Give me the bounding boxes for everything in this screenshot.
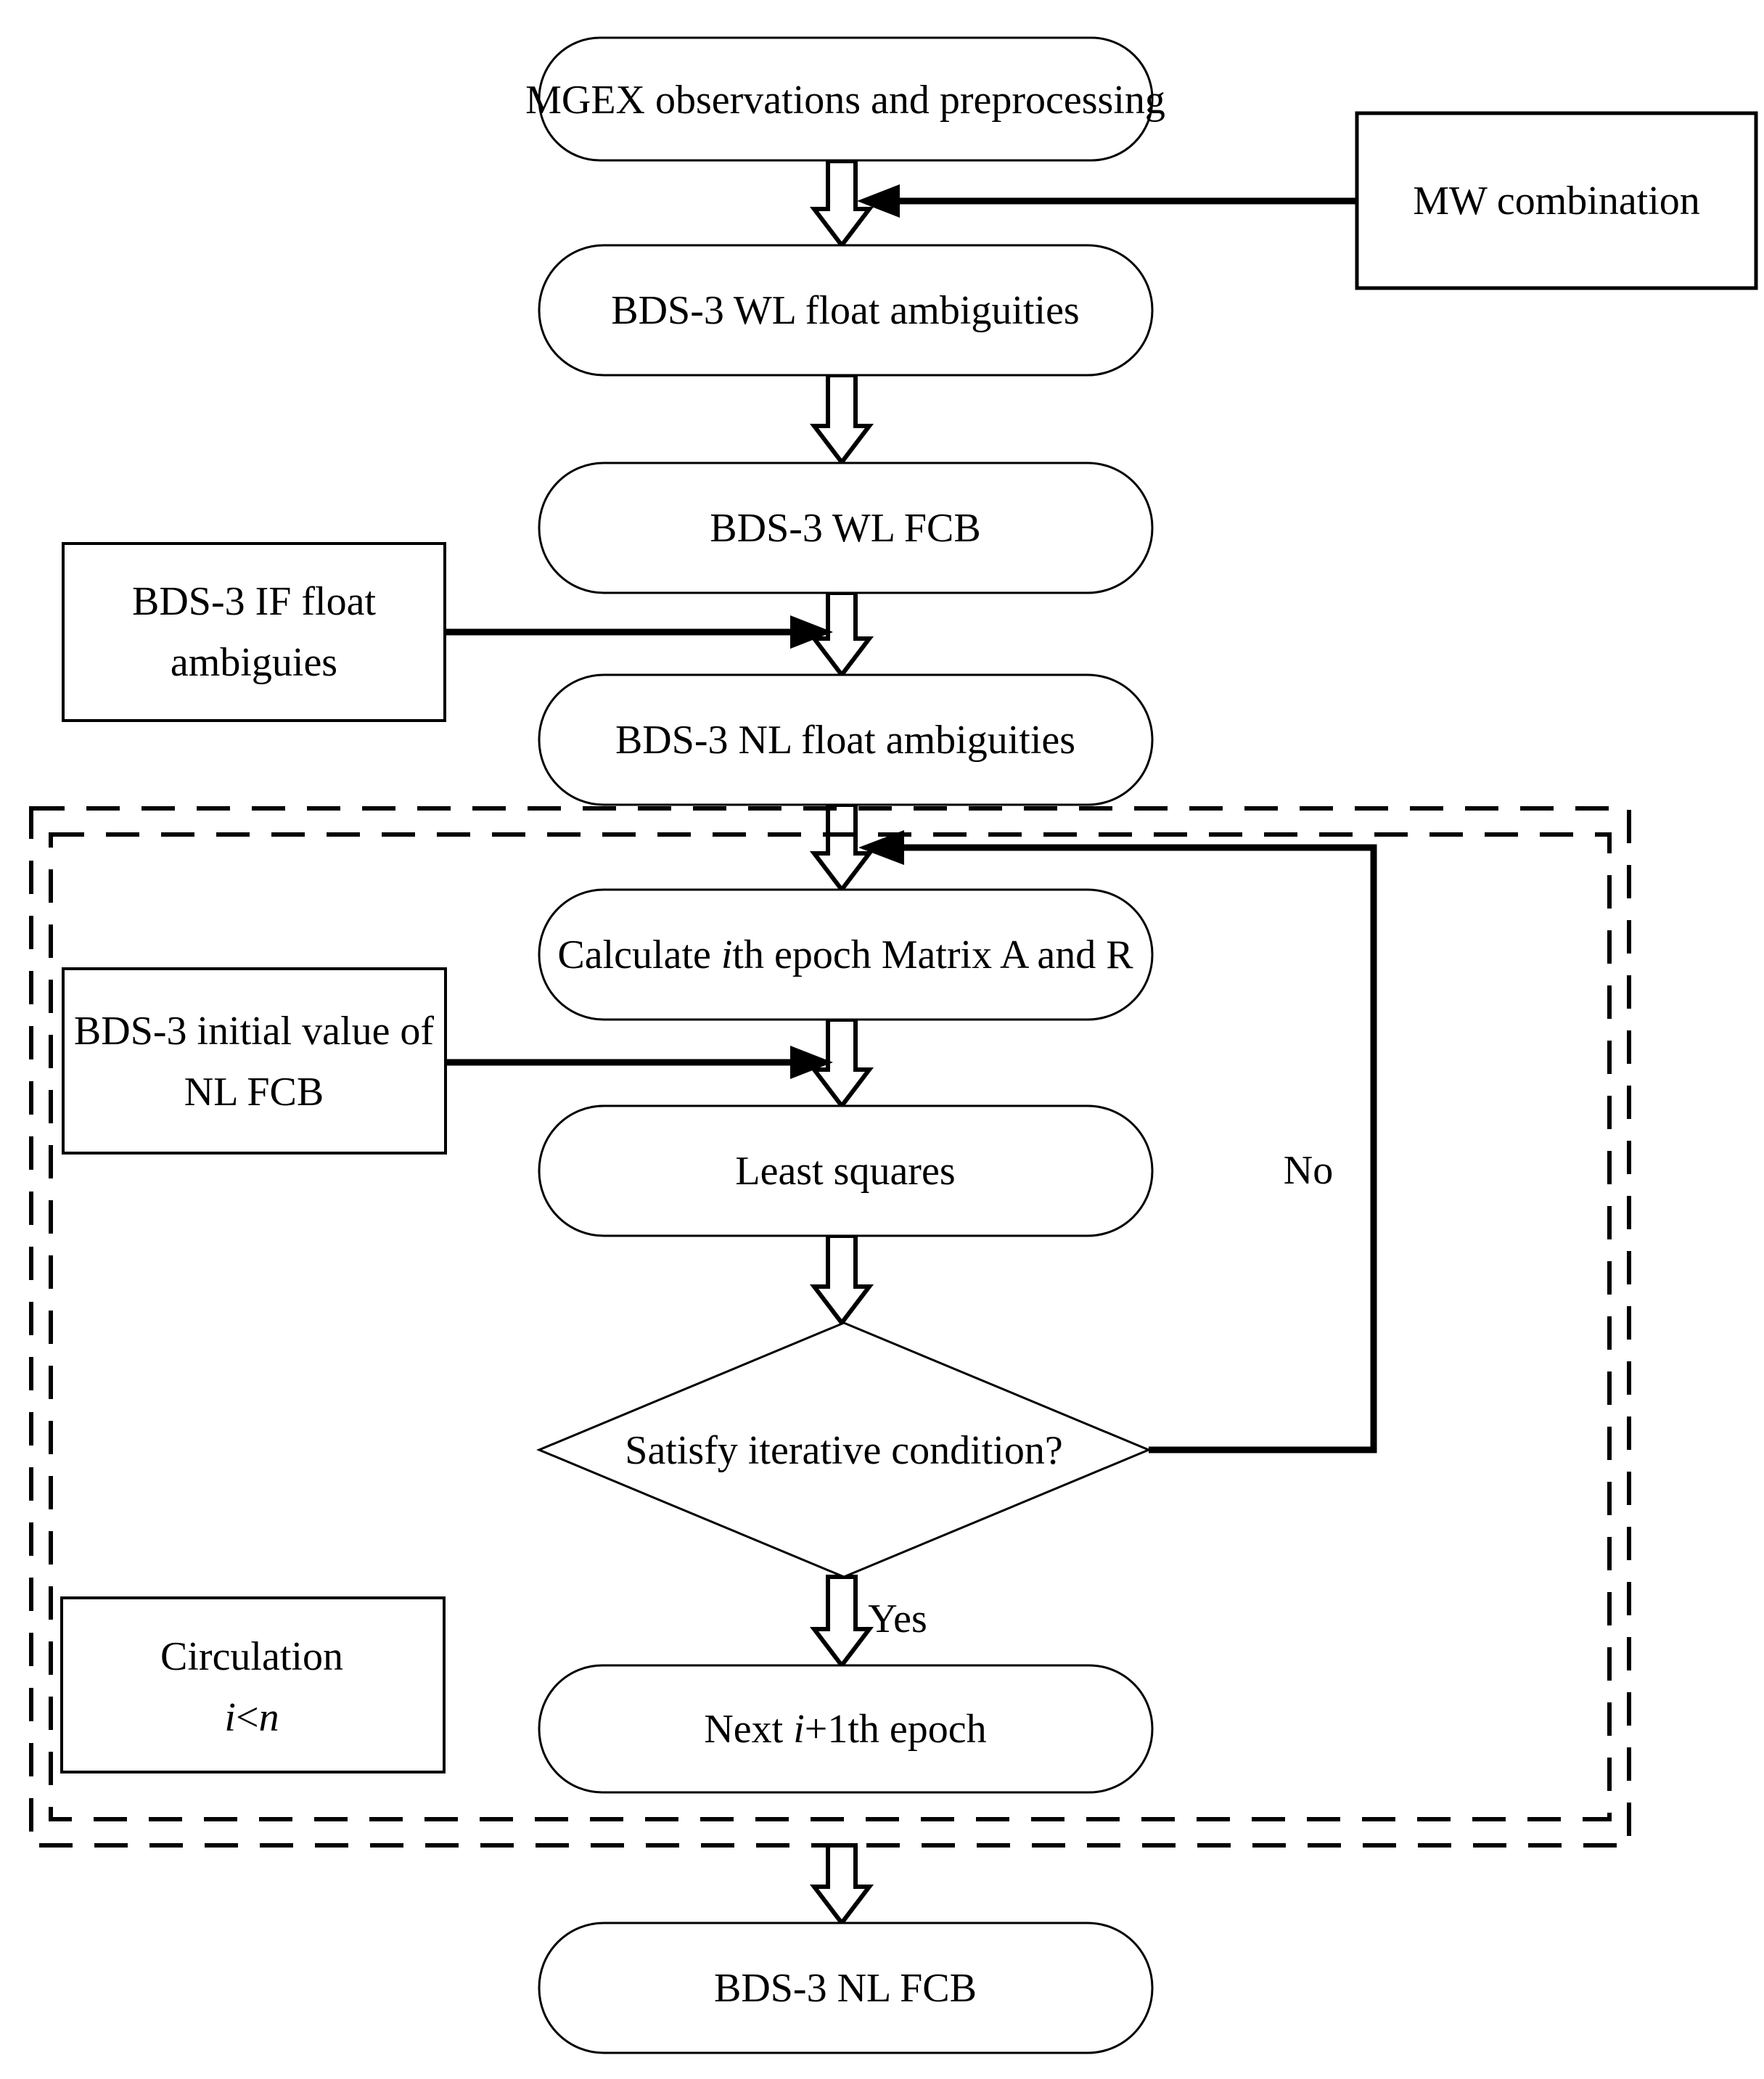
- node-mw-combination: [1355, 111, 1758, 290]
- label-yes: Yes: [868, 1596, 927, 1641]
- label-wl-fcb: BDS-3 WL FCB: [710, 506, 980, 551]
- label-initial-value-line1: BDS-3 initial value of: [74, 1009, 435, 1054]
- label-least-squares: Least squares: [735, 1149, 955, 1194]
- flow-arrow-down-1-icon: [809, 159, 874, 249]
- iteration-region-inner-dashed-border: [49, 832, 1612, 1821]
- node-mgex-observations: [538, 36, 1154, 162]
- label-nl-fcb: BDS-3 NL FCB: [714, 1966, 977, 2011]
- flow-arrow-down-3-icon: [809, 591, 874, 678]
- flow-arrow-down-4-icon: [809, 803, 874, 893]
- arrowhead-left-mw-icon: [857, 184, 900, 218]
- label-if-float-line2: ambiguies: [171, 640, 337, 685]
- node-next-epoch: [538, 1664, 1154, 1794]
- label-initial-value-line2: NL FCB: [184, 1070, 324, 1115]
- node-calculate-matrix: [538, 888, 1154, 1021]
- label-nl-float: BDS-3 NL float ambiguities: [615, 718, 1075, 763]
- arrowhead-right-initial-icon: [790, 1046, 833, 1079]
- label-calculate: Calculate ith epoch Matrix A and R: [557, 932, 1133, 977]
- node-nl-float-ambiguities: [538, 673, 1154, 806]
- flow-arrow-down-8-icon: [809, 1843, 874, 1927]
- node-wl-fcb: [538, 462, 1154, 594]
- connector-no-loop: [902, 844, 1377, 1453]
- flow-arrow-down-5-icon: [809, 1017, 874, 1110]
- arrowhead-right-if-icon: [790, 615, 833, 649]
- node-wl-float-ambiguities: [538, 244, 1154, 377]
- label-circulation-line2: i<n: [224, 1695, 279, 1740]
- label-wl-float: BDS-3 WL float ambiguities: [611, 288, 1079, 333]
- label-circulation-line1: Circulation: [160, 1634, 343, 1679]
- label-mw-combination: MW combination: [1413, 179, 1700, 224]
- flow-arrow-down-6-icon: [809, 1234, 874, 1326]
- node-if-float-ambiguities: [62, 542, 446, 722]
- iteration-region-outer-dashed-border: [29, 806, 1631, 1848]
- label-mgex: MGEX observations and preprocessing: [525, 78, 1165, 123]
- node-nl-fcb: [538, 1922, 1154, 2054]
- flow-arrow-down-2-icon: [809, 373, 874, 466]
- node-initial-value-nl-fcb: [62, 967, 447, 1155]
- label-next-epoch: Next i+1th epoch: [704, 1707, 986, 1752]
- node-least-squares: [538, 1104, 1154, 1237]
- flow-arrow-down-yes-icon: [809, 1575, 874, 1669]
- label-no: No: [1284, 1148, 1333, 1193]
- node-decision-diamond: [536, 1321, 1152, 1578]
- label-if-float-line1: BDS-3 IF float: [132, 579, 376, 624]
- label-condition: Satisfy iterative condition?: [625, 1428, 1062, 1473]
- node-circulation: [60, 1596, 446, 1773]
- arrowhead-left-no-loop-icon: [858, 830, 904, 865]
